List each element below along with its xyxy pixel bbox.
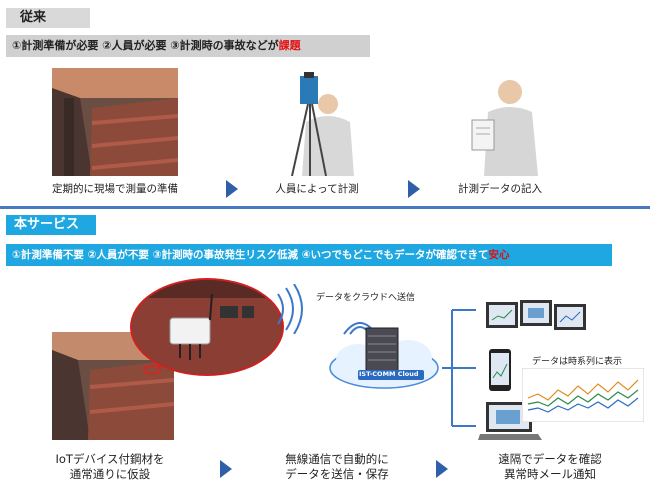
arrow-right-icon bbox=[408, 180, 420, 198]
monitors-icon bbox=[486, 300, 586, 330]
cloud-send-label: データをクラウドへ送信 bbox=[316, 293, 416, 303]
cloud-server-icon bbox=[329, 327, 439, 389]
issues-highlight: 課題 bbox=[278, 39, 301, 52]
section-tag-service: 本サービス bbox=[6, 215, 96, 235]
cloud-label: IST-COMM Cloud bbox=[359, 370, 419, 378]
scaffold-photo bbox=[52, 68, 178, 176]
timeseries-label: データは時系列に表示 bbox=[532, 357, 623, 367]
service-step-2-line2: データを送信・保存 bbox=[285, 467, 389, 481]
service-step-1-line1: IoTデバイス付鋼材を bbox=[55, 452, 165, 466]
service-step-2-line1: 無線通信で自動的に bbox=[285, 452, 389, 466]
wireless-signal-icon bbox=[277, 284, 303, 334]
benefits-bar: ①計測準備不要 ②人員が不要 ③計測時の事故発生リスク低減 ④いつでもどこでもデ… bbox=[6, 244, 612, 266]
benefits-highlight: 安心 bbox=[488, 249, 510, 261]
service-step-1-caption: IoTデバイス付鋼材を 通常通りに仮設 bbox=[30, 452, 190, 482]
smartphone-icon bbox=[489, 349, 511, 391]
benefits-text: ①計測準備不要 ②人員が不要 ③計測時の事故発生リスク低減 ④いつでもどこでもデ… bbox=[12, 249, 489, 261]
issues-bar: ①計測準備が必要 ②人員が必要 ③計測時の事故などが課題 bbox=[6, 35, 370, 57]
device-connector bbox=[442, 309, 476, 427]
surveyor-photo bbox=[268, 70, 368, 177]
arrow-right-icon bbox=[436, 460, 448, 478]
section-divider bbox=[0, 206, 650, 209]
worker-writing-photo bbox=[462, 72, 548, 176]
service-step-1-line2: 通常通りに仮設 bbox=[69, 467, 151, 481]
service-step-3-line1: 遠隔でデータを確認 bbox=[498, 452, 602, 466]
before-step-1-caption: 定期的に現場で測量の準備 bbox=[52, 183, 178, 195]
iot-device-zoom bbox=[130, 278, 284, 376]
service-step-2-caption: 無線通信で自動的に データを送信・保存 bbox=[262, 452, 412, 482]
timeseries-chart-thumbnail bbox=[522, 368, 644, 422]
arrow-right-icon bbox=[226, 180, 238, 198]
arrow-right-icon bbox=[220, 460, 232, 478]
before-step-2-caption: 人員によって計測 bbox=[275, 183, 359, 195]
issues-text: ①計測準備が必要 ②人員が必要 ③計測時の事故などが bbox=[12, 39, 279, 52]
section-tag-before: 従来 bbox=[6, 8, 90, 28]
service-step-3-line2: 異常時メール通知 bbox=[504, 467, 596, 481]
service-step-3-caption: 遠隔でデータを確認 異常時メール通知 bbox=[470, 452, 630, 482]
before-step-3-caption: 計測データの記入 bbox=[458, 183, 542, 195]
